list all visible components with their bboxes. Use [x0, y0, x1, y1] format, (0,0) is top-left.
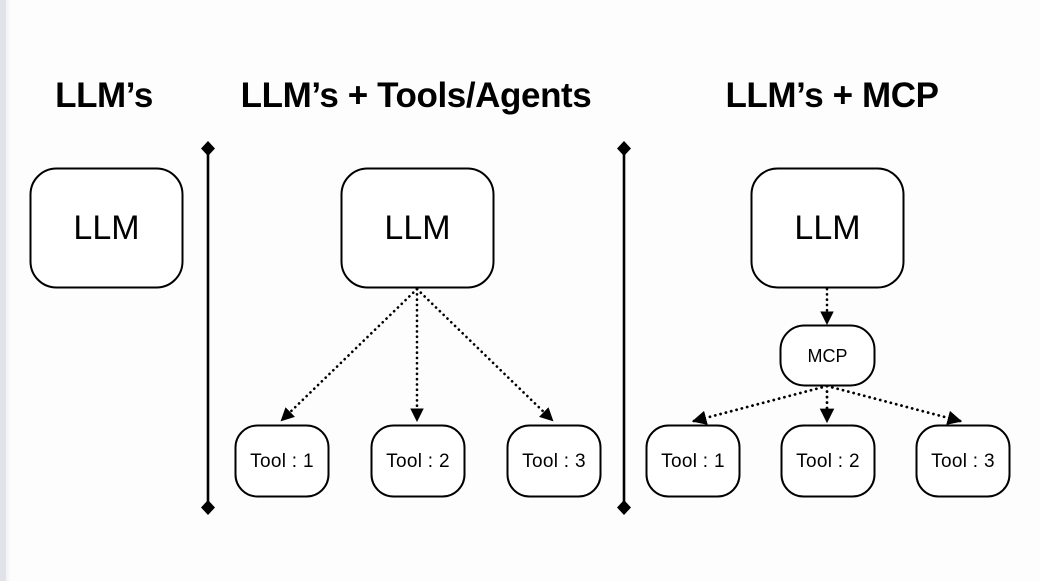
connector-llm-to-tool-1: [280, 287, 419, 422]
connector-mcp-to-tool-1: [691, 384, 829, 425]
divider-2: [617, 141, 631, 515]
llm-box-section2[interactable]: [340, 167, 495, 289]
tool-box-2-section2[interactable]: [370, 424, 466, 498]
llm-box-section3[interactable]: [750, 167, 905, 289]
divider-2-top-diamond: [617, 141, 631, 156]
slide-left-edge-stripe: [0, 0, 6, 581]
tool-box-2-section3[interactable]: [780, 424, 876, 498]
divider-1-bottom-diamond: [201, 500, 215, 515]
section-llms: [29, 167, 184, 289]
connector-mcp-to-tool-3: [825, 384, 963, 425]
tool-box-1-section2[interactable]: [234, 424, 330, 498]
tool-box-3-section2[interactable]: [506, 424, 602, 498]
mcp-box[interactable]: [779, 324, 876, 387]
section-heading-llms-tools-agents: LLM’s + Tools/Agents: [240, 76, 592, 115]
connector-llm-to-tool-3: [415, 287, 554, 422]
tool-box-3-section3[interactable]: [915, 424, 1011, 498]
section-heading-llms: LLM’s: [55, 76, 153, 115]
divider-2-bottom-diamond: [617, 500, 631, 515]
divider-1: [201, 141, 215, 515]
section-heading-llms-mcp: LLM’s + MCP: [725, 76, 939, 115]
slide-left-edge-fade: [6, 0, 11, 581]
section-llms-mcp: [645, 167, 1011, 498]
tool-box-1-section3[interactable]: [645, 424, 741, 498]
llm-box-section1[interactable]: [29, 167, 184, 289]
section-llms-tools-agents: [234, 167, 602, 498]
divider-1-top-diamond: [201, 141, 215, 156]
